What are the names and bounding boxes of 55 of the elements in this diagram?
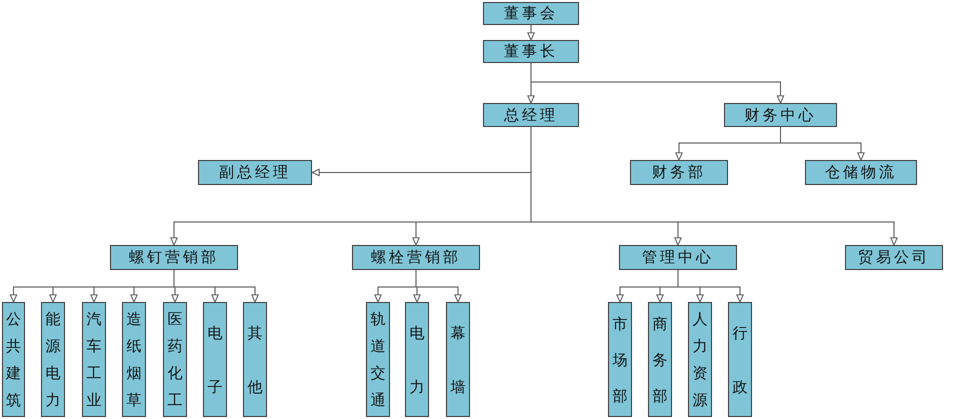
unit-label: 财务部 (652, 163, 706, 182)
org-box (608, 302, 632, 417)
org-box (203, 302, 227, 417)
org-box (122, 302, 146, 417)
org-box (728, 302, 752, 417)
org-box (483, 103, 579, 127)
unit-label: 董事会 (504, 4, 558, 23)
org-box (352, 245, 480, 270)
unit-label: 医药化工 (168, 308, 182, 410)
unit-label: 公共建筑 (6, 308, 21, 410)
org-box (630, 160, 728, 185)
org-box (243, 302, 267, 417)
org-box (648, 302, 672, 417)
unit-label: 螺钉营销部 (129, 248, 219, 267)
unit-label: 其他 (248, 322, 262, 398)
org-box (110, 245, 238, 270)
org-box (483, 40, 579, 63)
org-box (688, 302, 712, 417)
org-box (163, 302, 187, 417)
org-box (724, 103, 837, 127)
org-box (366, 302, 390, 417)
unit-label: 副总经理 (219, 163, 291, 182)
org-box (805, 160, 917, 185)
org-box (82, 302, 106, 417)
unit-label: 行政 (732, 322, 748, 398)
org-box (619, 245, 737, 270)
org-box (405, 302, 429, 417)
org-box (845, 245, 943, 270)
unit-label: 董事长 (504, 42, 558, 61)
unit-label: 汽车工业 (86, 308, 102, 410)
org-box (2, 302, 25, 417)
unit-label: 电子 (208, 322, 222, 398)
unit-label: 总经理 (504, 106, 558, 124)
unit-label: 市场部 (612, 314, 628, 406)
unit-label: 财务中心 (744, 106, 816, 124)
unit-label: 人力资源 (692, 308, 708, 410)
connector-arrow (527, 24, 535, 40)
unit-label: 能源电力 (46, 308, 60, 410)
unit-label: 轨道交通 (370, 308, 386, 410)
unit-label: 商务部 (652, 314, 668, 406)
unit-label: 造纸烟草 (126, 308, 142, 410)
org-box (41, 302, 65, 417)
unit-label: 螺栓营销部 (371, 248, 461, 267)
connector-arrow (678, 270, 744, 302)
unit-label: 管理中心 (642, 248, 714, 267)
connector-arrow (174, 270, 259, 302)
unit-label: 电力 (410, 322, 424, 398)
connector-arrow (530, 62, 784, 104)
unit-label: 幕墙 (450, 322, 466, 398)
unit-label: 仓储物流 (825, 163, 897, 182)
org-box (483, 2, 579, 25)
org-box (198, 160, 312, 185)
org-box (446, 302, 470, 417)
unit-label: 贸易公司 (858, 248, 930, 267)
connector-arrow (416, 270, 462, 302)
